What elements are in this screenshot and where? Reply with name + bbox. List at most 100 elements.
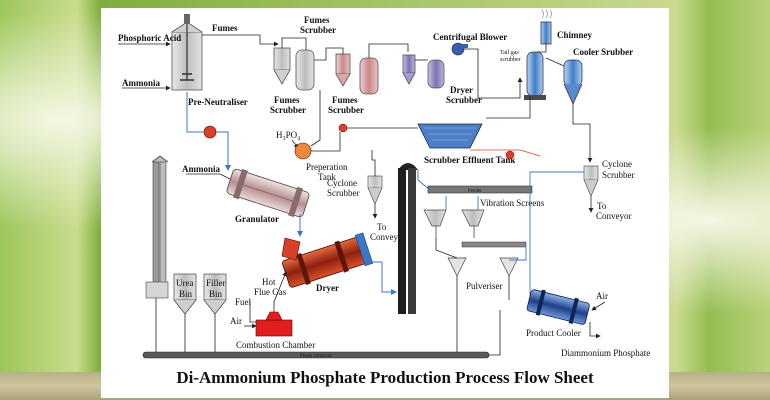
dryer-scrubber-label-1: Dryer	[450, 85, 473, 95]
pulveriser-label: Pulveriser	[466, 281, 503, 291]
vibration-screen-1	[423, 209, 447, 238]
scrubber-a-link	[281, 37, 307, 50]
product-cooler-label: Product Cooler	[526, 328, 581, 338]
filler-bin-label-1: Filler	[206, 278, 226, 288]
elevator-to-feeder-line	[417, 170, 431, 191]
to-conveyor-right-label-1: To	[597, 201, 607, 211]
product-cooler	[526, 289, 590, 325]
fumes-scrubber-top-label-2: Scrubber	[300, 25, 336, 35]
filler-bin-label-2: Bin	[209, 289, 223, 299]
urea-bin	[173, 273, 197, 315]
fumes-label: Fumes	[212, 23, 238, 33]
ammonia-to-granulator-line	[186, 173, 237, 183]
phosphoric-acid-label: Phosphoric Acid	[118, 33, 181, 43]
cyclone-scrubber-mid-label-2: Scrubber	[327, 188, 360, 198]
hot-flue-gas-label-2: Flue Gas	[254, 287, 287, 297]
to-conveyor-mid-label-2: Conveyor	[370, 232, 406, 242]
dryer-scrubber-label-2: Scrubber	[446, 95, 482, 105]
to-conveyor-mid-label-1: To	[377, 222, 387, 232]
h3po4-label: H₃PO₄	[276, 130, 300, 140]
fumes-scrubber-b-label-2: Scrubber	[328, 105, 364, 115]
chimney-link	[537, 44, 547, 53]
scrubber-effluent-tank	[417, 123, 483, 149]
dryer-to-elevator-line	[368, 261, 397, 295]
ammonia-inlet-label: Ammonia	[122, 78, 160, 88]
fumes-scrubber-a-label-2: Scrubber	[270, 105, 306, 115]
screen-conveyor	[461, 241, 527, 248]
pulveriser-hoppers	[447, 257, 519, 277]
ammonia-granulator-label: Ammonia	[182, 164, 220, 174]
cooler-to-cyclone-line	[572, 104, 593, 163]
feeder-label: Feeder	[468, 189, 482, 194]
fumes-scrubber-a	[273, 47, 315, 91]
fumes-scrubber-b	[335, 53, 379, 95]
fumes-scrubber-top-label-1: Fumes	[304, 15, 330, 25]
vibration-screens-label: Vibration Screens	[480, 198, 545, 208]
air-right-label: Air	[596, 291, 608, 301]
feeder-to-screens	[445, 196, 479, 210]
fuel-line	[249, 300, 256, 323]
fuel-label: Fuel	[235, 297, 252, 307]
conveyor-up-line	[489, 310, 501, 356]
effluent-pump-line	[470, 149, 541, 157]
pulveriser-outlet-lines	[456, 276, 510, 352]
pre-neutraliser-vessel	[171, 14, 203, 91]
finals-conveyor-label: Finals conveyor	[300, 354, 332, 359]
cyclone-scrubber-right	[583, 165, 599, 197]
tail-to-cooler-link	[545, 57, 565, 67]
to-conveyor-right-label-2: Conveyor	[596, 211, 632, 221]
combustion-chamber	[255, 311, 293, 337]
left-bucket-elevator	[145, 155, 169, 299]
pre-neutraliser-label: Pre-Neutraliser	[188, 97, 248, 107]
central-bucket-elevator	[398, 163, 418, 314]
prep-tank-outflow	[311, 132, 341, 152]
centrifugal-blower-label: Centrifugal Blower	[433, 32, 507, 42]
filler-bin	[203, 273, 227, 315]
tail-gas-label-2: scrubber	[500, 57, 521, 63]
cyclone-scrubber-right-label-1: Cyclone	[602, 159, 632, 169]
slurry-line-2	[216, 131, 231, 171]
combustion-chamber-label: Combustion Chamber	[236, 340, 315, 350]
granulator-label: Granulator	[235, 214, 279, 224]
dryer-scrubber	[402, 54, 445, 89]
cyclone-scrubber-mid-label-1: Cyclone	[327, 178, 357, 188]
feeder	[427, 185, 533, 194]
air-right-line	[591, 301, 606, 311]
chimney-label: Chimney	[557, 30, 593, 40]
preparation-tank-label-1: Preperation	[306, 162, 348, 172]
flue-gas-line	[273, 271, 287, 312]
cyclone-scrubber-right-label-2: Scrubber	[602, 170, 635, 180]
slurry-line-1	[186, 92, 204, 133]
cyclone-to-cooler-line	[529, 171, 584, 296]
cyclone-mid-up-line	[371, 150, 376, 176]
hot-flue-gas-label-1: Hot	[262, 277, 276, 287]
dryer-label: Dryer	[316, 283, 339, 293]
tail-gas-scrubber	[524, 51, 546, 100]
urea-bin-label-2: Bin	[179, 289, 193, 299]
pre-neutraliser-pump	[203, 125, 217, 139]
blower-to-tail-gas-line	[464, 48, 523, 99]
screen-to-pulveriser-line	[435, 238, 458, 259]
fumes-scrubber-b-label-1: Fumes	[332, 95, 358, 105]
granulator	[226, 168, 310, 218]
screen-to-pulveriser-2	[509, 246, 527, 261]
bin-drop-lines	[155, 298, 216, 352]
air-left-label: Air	[230, 316, 242, 326]
scrubber-ab-link	[314, 47, 344, 61]
cyclone-scrubber-mid	[367, 175, 383, 205]
scrubber-b-to-dryer-scrubber	[368, 43, 409, 58]
scrubber-effluent-tank-label: Scrubber Effluent Tank	[424, 155, 515, 165]
cooler-scrubber-label: Cooler Srubber	[573, 47, 633, 57]
vibration-screen-2	[461, 209, 485, 238]
dryer-feed-chute	[281, 237, 301, 261]
flow-sheet-title: Di-Ammonium Phosphate Production Process…	[176, 368, 594, 387]
cooler-scrubber	[563, 59, 583, 105]
prep-pump	[338, 123, 348, 133]
tail-gas-label-1: Tail gas	[500, 50, 519, 56]
product-out-line	[589, 322, 601, 339]
fumes-scrubber-a-label-1: Fumes	[274, 95, 300, 105]
effluent-return-line	[486, 96, 531, 119]
urea-bin-label-1: Urea	[176, 278, 194, 288]
preparation-tank	[294, 142, 312, 160]
